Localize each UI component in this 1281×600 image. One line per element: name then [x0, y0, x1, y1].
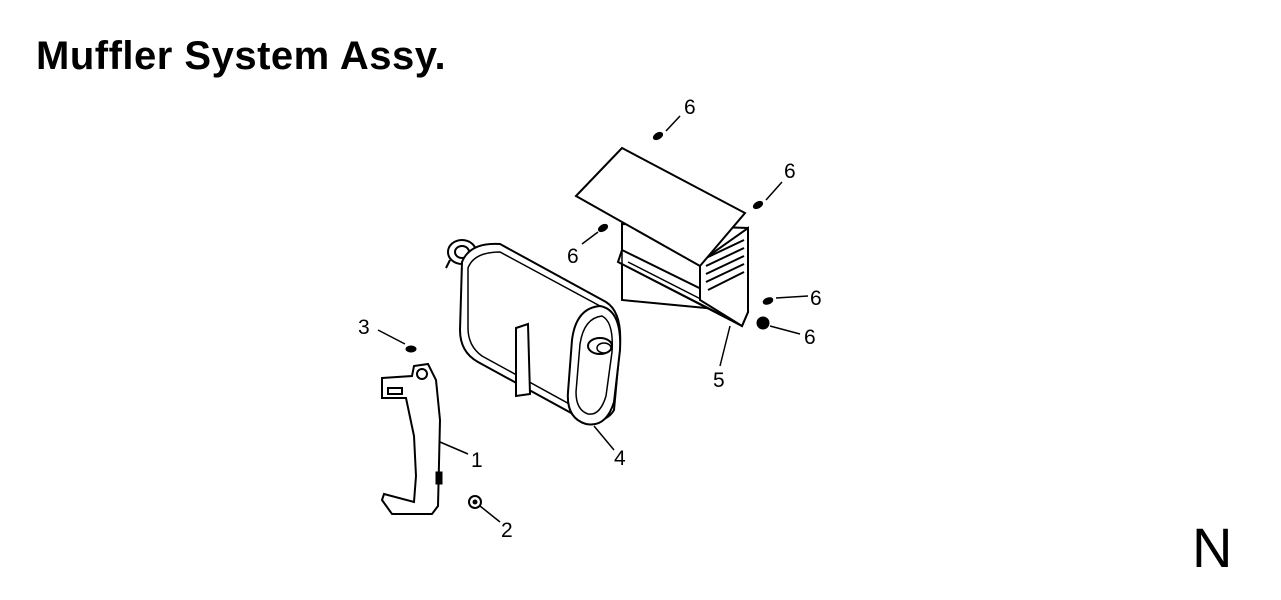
- nut-part: [468, 495, 482, 509]
- screw-part: [405, 345, 417, 353]
- heat-shield-part: [574, 146, 750, 328]
- callout-2: 2: [501, 519, 513, 542]
- callout-6-upper-right: 6: [784, 160, 796, 183]
- bracket-part: [380, 362, 443, 515]
- leader-lines: [377, 115, 809, 523]
- shield-screw-parts: [597, 131, 774, 330]
- callout-3: 3: [358, 316, 370, 339]
- callout-6-top: 6: [684, 96, 696, 119]
- callout-6-left: 6: [567, 245, 579, 268]
- muffler-part: [445, 239, 622, 426]
- callout-5: 5: [713, 369, 725, 392]
- callout-4: 4: [614, 447, 626, 470]
- callout-1: 1: [471, 449, 483, 472]
- callout-6-lower-right: 6: [804, 326, 816, 349]
- callout-6-mid-right: 6: [810, 287, 822, 310]
- section-letter: N: [1192, 516, 1233, 579]
- diagram-title: Muffler System Assy.: [36, 34, 447, 78]
